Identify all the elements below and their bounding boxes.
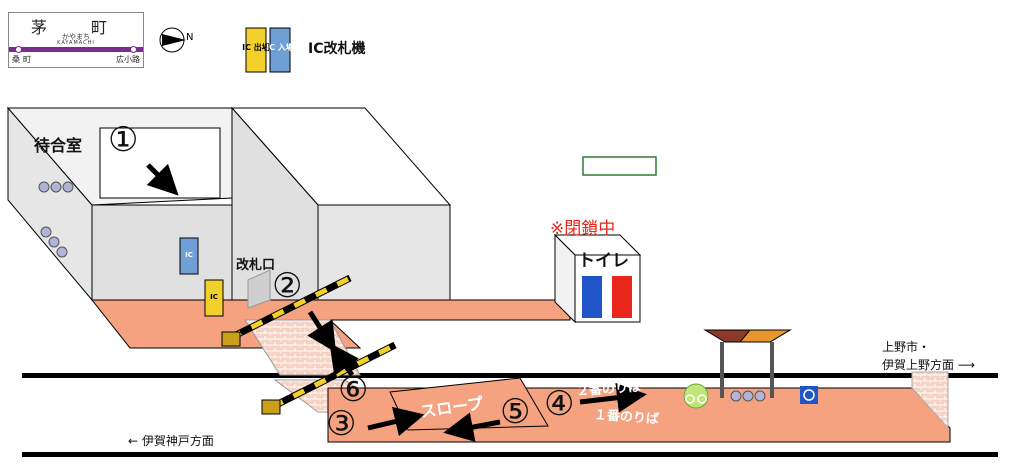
- station-romaji: KAYAMACHI: [57, 40, 95, 46]
- compass-label: N: [186, 32, 194, 43]
- ic-exit-gate-text: IC: [210, 293, 218, 301]
- prev-station: 桑町: [12, 55, 34, 64]
- legend-ic-entry-icon: [269, 27, 291, 73]
- crossing-barrier-lower-base: [261, 399, 281, 415]
- step-5: ⑤: [500, 392, 531, 432]
- ic-entry-gate-text: IC: [185, 251, 193, 259]
- crossing-paving: [244, 319, 361, 376]
- ic-entry-gate: [179, 237, 199, 275]
- rail-lower: [22, 452, 998, 457]
- line-bar: [9, 47, 143, 52]
- closed-note: ※閉鎖中: [550, 219, 616, 239]
- next-station: 広小路: [116, 55, 140, 64]
- wheelchair-icon: [800, 386, 818, 404]
- station-kana: かやまち: [62, 33, 90, 41]
- ticket-gate-label: 改札口: [236, 258, 276, 273]
- toilet-label: トイレ: [578, 251, 629, 271]
- ticket-gate-box: [247, 269, 271, 309]
- ic-exit-gate: [204, 279, 224, 317]
- next-station-dot: [130, 46, 137, 53]
- arrow-4: [579, 382, 647, 413]
- legend-ic-exit-icon: [245, 27, 267, 73]
- destination-right-line2: 伊賀上野方面 ⟶: [882, 358, 976, 372]
- arrow-2: [307, 310, 337, 353]
- step-1: ①: [108, 120, 139, 160]
- bench-icon: [38, 181, 74, 258]
- legend-label: IC改札機: [308, 41, 366, 57]
- destination-left: ← 伊賀神戸方面: [128, 434, 214, 448]
- station-sign: 茅 町 かやまち KAYAMACHI 桑町 広小路: [8, 12, 144, 68]
- bicycle-icon: [683, 383, 709, 409]
- destination-right-line1: 上野市・: [882, 340, 931, 354]
- waiting-room-label: 待合室: [34, 136, 83, 155]
- step-2: ②: [272, 266, 303, 306]
- legend-ic-entry-text: IC 入場: [266, 42, 294, 52]
- platform-end-fence: [911, 371, 949, 430]
- rail-upper: [22, 373, 998, 378]
- compass-icon: [159, 27, 186, 53]
- step-4: ④: [544, 384, 575, 424]
- step-3: ③: [326, 404, 357, 444]
- legend-ic-exit-text: IC 出場: [242, 42, 270, 52]
- arrow-1: [146, 163, 179, 196]
- toilet-men-icon: [582, 276, 602, 318]
- crossing-barrier-upper-base: [221, 331, 241, 347]
- prev-station-dot: [15, 46, 22, 53]
- crossing-barrier-upper: [228, 274, 352, 342]
- arrow-3: [367, 406, 425, 437]
- station-name: 茅 町: [30, 18, 121, 37]
- platform-bench-icon: [730, 390, 766, 402]
- toilet-women-icon: [612, 276, 632, 318]
- crossing-barrier-lower: [270, 341, 397, 411]
- step-6: ⑥: [338, 370, 369, 410]
- selection-marker: [582, 156, 657, 176]
- arrow-6: [329, 342, 359, 377]
- arrow-5: [443, 412, 501, 442]
